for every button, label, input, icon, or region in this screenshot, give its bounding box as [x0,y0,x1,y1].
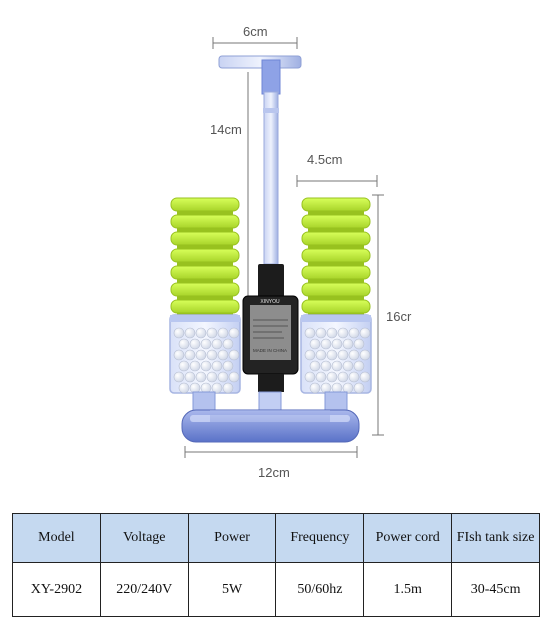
pump-brand-label: XINYOU [260,299,280,305]
header-tank-size: FIsh tank size [451,513,540,563]
cell-model: XY-2902 [12,562,101,617]
header-power-cord: Power cord [363,513,453,563]
connectors [192,391,348,415]
dimension-top-width [212,37,298,49]
header-model: Model [12,513,101,563]
header-power: Power [187,513,277,563]
cell-voltage: 220/240V [99,562,189,617]
pump-head [242,264,299,392]
dimension-base-width-label: 12cm [258,465,290,480]
filter-illustration: 6cm 14cm 4.5cm 16cr 12cm [169,24,412,480]
right-sponge [301,197,371,317]
header-frequency: Frequency [275,513,365,563]
spec-table-header-row: Model Voltage Power Frequency Power cord… [12,513,540,563]
product-figure: 6cm 14cm 4.5cm 16cr 12cm [169,24,412,480]
dimension-top-width-label: 6cm [243,24,268,39]
cell-frequency: 50/60hz [275,562,365,617]
cell-power-cord: 1.5m [363,562,453,617]
cell-power: 5W [187,562,277,617]
spec-table: Model Voltage Power Frequency Power cord… [12,513,540,617]
dimension-total-height-label: 16cr [386,309,412,324]
base-tube [181,409,360,443]
right-media-chamber [300,314,372,394]
dimension-base-width [184,446,358,458]
dimension-riser-height-label: 14cm [210,122,242,137]
dimension-total-height [372,194,384,436]
pump-origin-label: MADE IN CHINA [253,348,287,353]
left-sponge [170,197,240,317]
cell-tank-size: 30-45cm [451,562,540,617]
spec-table-row: XY-2902 220/240V 5W 50/60hz 1.5m 30-45cm [12,562,540,617]
dimension-sponge-width-label: 4.5cm [307,152,342,167]
header-voltage: Voltage [99,513,189,563]
left-media-chamber [169,314,241,394]
dimension-sponge-width [296,175,378,187]
